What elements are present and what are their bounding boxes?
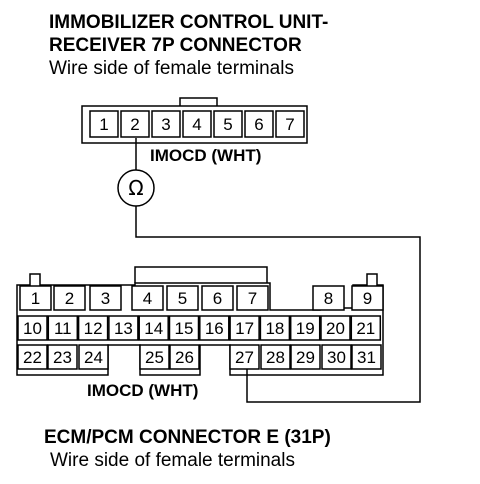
pin-cell <box>166 285 199 311</box>
pin-number: 11 <box>54 319 72 338</box>
pin-cell <box>199 315 230 341</box>
pin-number: 10 <box>23 319 42 338</box>
bottom-wire-label: IMOCD (WHT) <box>87 381 198 400</box>
pin-cell <box>312 285 345 311</box>
pin-number: 27 <box>235 348 254 367</box>
pin-cell <box>89 110 119 138</box>
pin-number: 31 <box>357 348 376 367</box>
pin-number: 5 <box>223 115 232 134</box>
pin-number: 2 <box>130 115 139 134</box>
pin-number: 13 <box>114 319 133 338</box>
immobilizer-7p-connector: 1 2 3 4 5 6 7 <box>81 97 308 144</box>
pin-cell <box>236 285 269 311</box>
pin-number: 4 <box>192 115 201 134</box>
pin-number: 5 <box>178 289 187 308</box>
pin-cell <box>17 344 48 370</box>
pin-number: 3 <box>101 289 110 308</box>
pin-cell <box>120 110 150 138</box>
pin-number: 26 <box>175 348 194 367</box>
pin-number: 7 <box>285 115 294 134</box>
pin-cell <box>169 344 200 370</box>
pin-number: 2 <box>65 289 74 308</box>
pin-number: 9 <box>363 289 372 308</box>
pin-cell <box>47 315 79 341</box>
pin-cell <box>320 315 351 341</box>
pin-cell <box>350 315 382 341</box>
pin-cell <box>168 315 200 341</box>
pin-cell <box>244 110 274 138</box>
pin-cell <box>259 315 291 341</box>
pin-number: 6 <box>213 289 222 308</box>
pin-cell <box>289 315 321 341</box>
pin-number: 22 <box>23 348 42 367</box>
pin-number: 20 <box>326 319 345 338</box>
pin-cell <box>53 285 86 311</box>
pin-cell <box>77 315 109 341</box>
pin-number: 6 <box>254 115 263 134</box>
pin-number: 28 <box>266 348 285 367</box>
ohm-symbol: Ω <box>128 176 143 200</box>
top-subtitle: Wire side of female terminals <box>49 58 294 79</box>
connector-lock-tab <box>179 97 218 106</box>
pin-number: 1 <box>31 289 40 308</box>
pin-cell <box>182 110 212 138</box>
pin-cell <box>151 110 181 138</box>
pin-number: 12 <box>84 319 103 338</box>
pin-number: 4 <box>143 289 152 308</box>
pin-number: 24 <box>84 348 103 367</box>
pin-cell <box>108 315 139 341</box>
pin-cell <box>201 285 234 311</box>
pin-cell <box>260 344 291 370</box>
pin-cell <box>275 110 305 138</box>
connector-lock-tab <box>134 266 268 283</box>
pin-cell <box>290 344 321 370</box>
pin-number: 17 <box>235 319 254 338</box>
top-wire-label: IMOCD (WHT) <box>150 146 261 165</box>
pin-cell <box>19 285 52 311</box>
pin-number: 14 <box>144 319 163 338</box>
pin-number: 21 <box>356 319 375 338</box>
top-title-line2: RECEIVER 7P CONNECTOR <box>49 35 302 56</box>
pin-cell <box>17 315 48 341</box>
bottom-title: ECM/PCM CONNECTOR E (31P) <box>44 427 331 448</box>
bottom-subtitle: Wire side of female terminals <box>50 450 295 471</box>
pin-number: 18 <box>265 319 284 338</box>
pin-cell <box>47 344 78 370</box>
pin-number: 15 <box>175 319 194 338</box>
probe-wire-lower <box>135 206 421 403</box>
pin-cell <box>89 285 122 311</box>
pin-number: 30 <box>327 348 346 367</box>
pin-number: 23 <box>53 348 72 367</box>
pin-cell <box>229 315 260 341</box>
pin-number: 16 <box>205 319 224 338</box>
pin-number: 29 <box>296 348 315 367</box>
pin-number: 8 <box>324 289 333 308</box>
pin-cell <box>321 344 352 370</box>
pin-cell <box>139 344 170 370</box>
pin-cell <box>351 344 382 370</box>
pin-cell <box>351 285 384 311</box>
pin-cell <box>213 110 243 138</box>
pin-cell <box>138 315 169 341</box>
top-pin-row: 1 2 3 4 5 6 7 <box>89 110 305 138</box>
pin-cell <box>229 344 260 370</box>
pin-cell <box>78 344 109 370</box>
pin-cell <box>131 285 164 311</box>
pin-number: 7 <box>248 289 257 308</box>
pin-number: 3 <box>161 115 170 134</box>
pin-number: 25 <box>145 348 164 367</box>
pin-number: 19 <box>296 319 315 338</box>
pin-number: 1 <box>99 115 108 134</box>
top-title-line1: IMMOBILIZER CONTROL UNIT- <box>49 12 328 33</box>
